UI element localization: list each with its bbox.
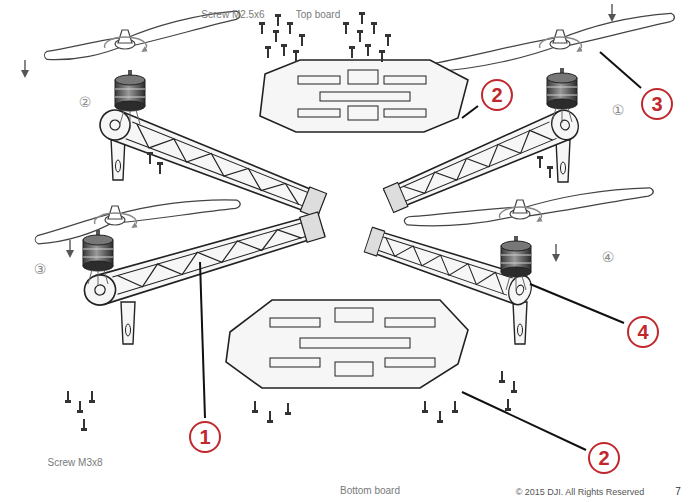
screws <box>65 12 553 431</box>
motor-number: ④ <box>602 250 615 265</box>
part-name: Screw M3x8 <box>47 457 102 468</box>
motors <box>83 68 577 291</box>
callout-number: 3 <box>641 88 673 120</box>
part-name: Bottom board <box>340 485 400 496</box>
top-board <box>260 60 468 132</box>
frame-arms <box>81 106 583 309</box>
callout-number: 2 <box>588 442 620 474</box>
bottom-board <box>226 300 468 388</box>
leader-lines <box>200 52 641 450</box>
motor-number: ③ <box>34 262 47 277</box>
copyright-note: © 2015 DJI. All Rights Reserved <box>516 488 645 498</box>
motor-number: ① <box>612 103 625 118</box>
callout-number: 1 <box>189 421 221 453</box>
callout-number: 2 <box>481 79 513 111</box>
part-name: Top board <box>296 9 340 20</box>
callout-number: 4 <box>627 316 659 348</box>
motor-number: ② <box>79 95 92 110</box>
page-number: 7 <box>675 486 681 497</box>
propellers <box>34 7 676 248</box>
direction-arrows <box>25 4 612 260</box>
part-name: Screw M2.5x6 <box>201 9 264 20</box>
